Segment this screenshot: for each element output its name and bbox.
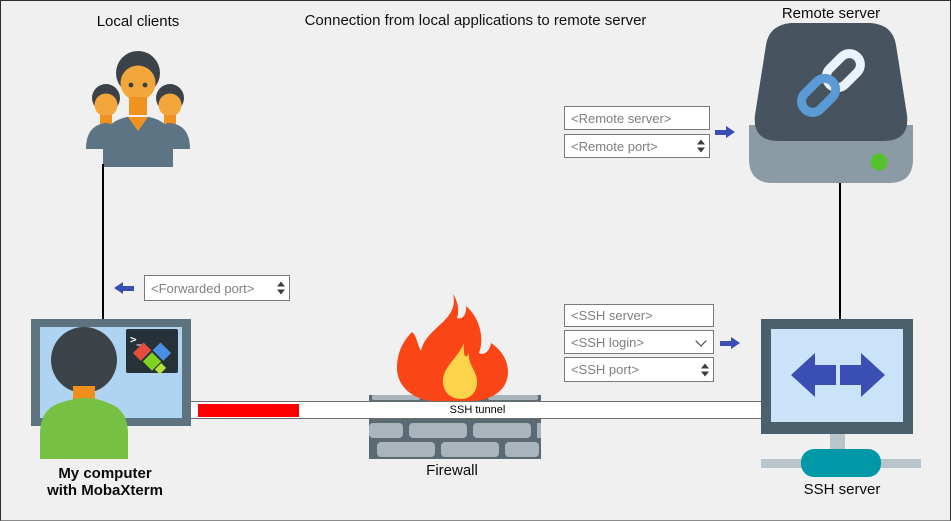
ssh-port-field-wrap bbox=[564, 357, 714, 382]
firewall-label: Firewall bbox=[426, 462, 478, 479]
person-head bbox=[51, 327, 117, 393]
ssh-login-combobox[interactable] bbox=[564, 330, 714, 354]
person-shirt bbox=[40, 398, 128, 459]
remote-server-connector-line bbox=[839, 181, 841, 321]
flame-inner bbox=[442, 343, 478, 399]
svg-text:>_: >_ bbox=[130, 333, 144, 346]
monitor-arrows-icon bbox=[761, 319, 921, 477]
local-clients-label: Local clients bbox=[96, 13, 180, 30]
ssh-server-label: SSH server bbox=[803, 481, 881, 498]
spin-up-icon[interactable] bbox=[697, 139, 705, 145]
server-status-led bbox=[870, 153, 888, 171]
arrow-right-icon bbox=[840, 353, 885, 397]
ssh-tunnel-bar: SSH tunnel bbox=[191, 401, 764, 419]
remote-server-input[interactable] bbox=[564, 106, 710, 130]
mobaxterm-logo-icon: >_ bbox=[126, 329, 178, 375]
ssh-server-field-wrap bbox=[564, 304, 714, 327]
ssh-port-spinner[interactable] bbox=[701, 363, 709, 376]
tunnel-red-segment bbox=[198, 404, 299, 417]
ssh-login-field-wrap bbox=[564, 330, 714, 354]
arrow-right-to-ssh-server-icon bbox=[720, 337, 740, 349]
ssh-server-input[interactable] bbox=[564, 304, 714, 327]
remote-port-field-wrap bbox=[564, 134, 710, 158]
firewall-bricks bbox=[369, 395, 541, 457]
spin-down-icon[interactable] bbox=[277, 289, 285, 295]
ssh-port-input[interactable] bbox=[564, 357, 714, 382]
network-device bbox=[801, 449, 881, 477]
firewall-flame-icon bbox=[369, 294, 541, 459]
flame-outer bbox=[397, 294, 508, 401]
forwarded-port-input[interactable] bbox=[144, 275, 290, 301]
diagram-title: Connection from local applications to re… bbox=[304, 12, 647, 29]
server-chain-link-icon bbox=[749, 23, 913, 183]
remote-server-label: Remote server bbox=[781, 5, 881, 22]
forwarded-port-field-wrap bbox=[144, 275, 290, 301]
spin-down-icon[interactable] bbox=[701, 371, 709, 376]
computer-mobaxterm-icon: >_ bbox=[31, 319, 191, 459]
users-icon bbox=[86, 51, 190, 167]
spin-up-icon[interactable] bbox=[701, 363, 709, 368]
remote-port-spinner[interactable] bbox=[697, 139, 705, 153]
spin-down-icon[interactable] bbox=[697, 147, 705, 153]
arrow-right-to-remote-icon bbox=[715, 126, 735, 138]
forwarded-port-spinner[interactable] bbox=[277, 281, 285, 295]
remote-port-input[interactable] bbox=[564, 134, 710, 158]
arrow-left-to-clients-icon bbox=[114, 282, 134, 294]
chain-link-icon bbox=[797, 49, 865, 117]
my-computer-label: My computer with MobaXterm bbox=[47, 465, 163, 499]
remote-server-field-wrap bbox=[564, 106, 710, 130]
ssh-tunnel-label: SSH tunnel bbox=[449, 404, 506, 416]
spin-up-icon[interactable] bbox=[277, 281, 285, 287]
local-clients-connector-line bbox=[102, 164, 104, 319]
arrow-left-icon bbox=[791, 353, 836, 397]
